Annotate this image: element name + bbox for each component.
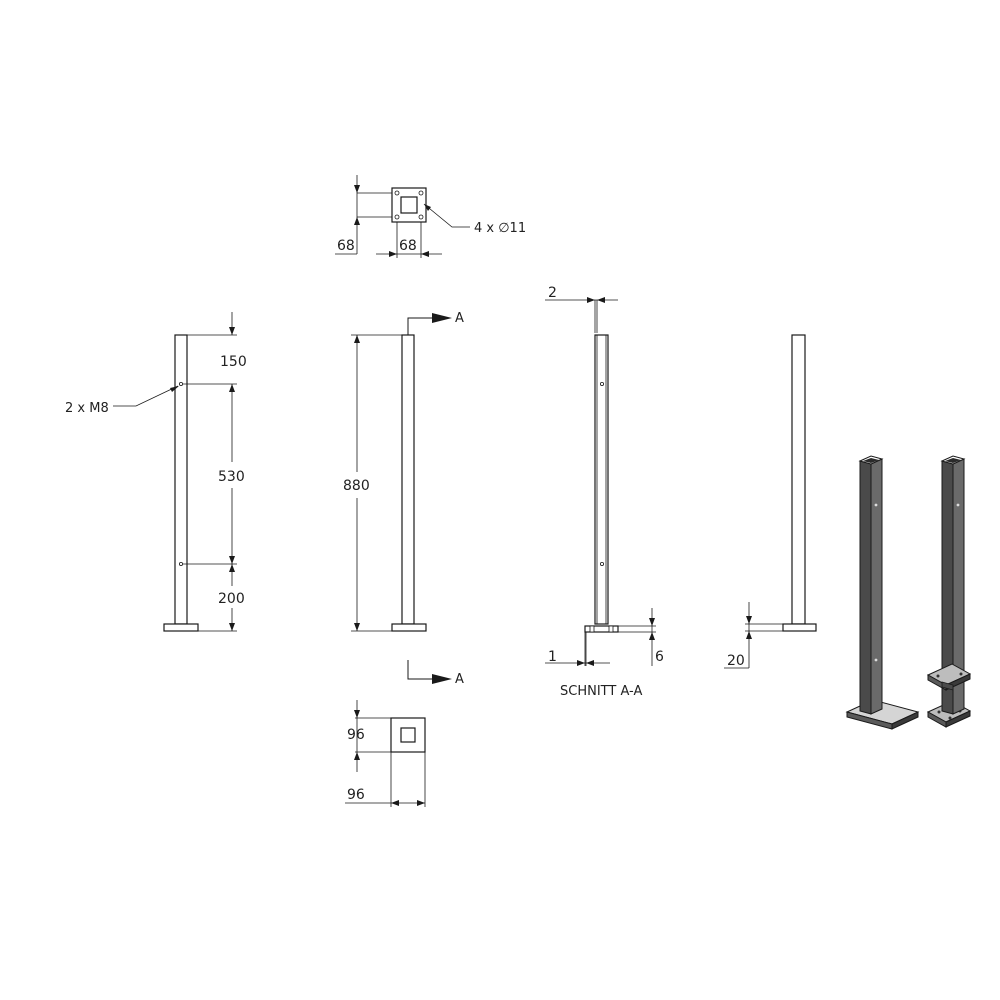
front-view-middle: 880 A A <box>343 311 464 687</box>
thread-hole <box>600 381 605 386</box>
iso-thread-hole <box>956 503 960 507</box>
dim-base-offset: 1 <box>548 649 557 665</box>
dim-top-to-hole: 150 <box>220 354 247 370</box>
top-plate-view: 68 68 4 x ∅11 <box>335 175 526 258</box>
dim-wall-thickness: 2 <box>548 285 557 301</box>
front-view-left: 150 530 200 2 x M8 <box>65 312 247 632</box>
iso-tube-opening <box>863 458 879 463</box>
isometric-post-2 <box>926 455 972 728</box>
iso-tube-side <box>870 458 883 715</box>
iso-base-side <box>891 711 919 730</box>
iso-plate-hole <box>936 674 940 678</box>
thread-hole <box>178 381 183 386</box>
iso-thread-hole <box>874 503 878 507</box>
thread-callout: 2 x M8 <box>65 401 109 416</box>
top-plate-hole <box>394 190 400 196</box>
post-tube <box>791 334 806 625</box>
dim-top-plate-vertical: 68 <box>337 238 355 254</box>
base-plate <box>782 623 817 632</box>
isometric-post-1 <box>845 455 920 730</box>
dim-base-thickness: 6 <box>655 649 664 665</box>
dim-hole-to-bottom: 200 <box>218 591 245 607</box>
dim-base-plate-vertical: 96 <box>347 727 365 743</box>
iso-thread-hole <box>874 658 878 662</box>
base-plate-tube-opening <box>400 727 416 743</box>
post-tube-section <box>594 334 609 625</box>
dim-base-height: 20 <box>727 653 745 669</box>
dim-hole-to-hole: 530 <box>218 469 245 485</box>
iso-plate-hole <box>959 672 963 676</box>
base-plate-hole-left <box>589 625 595 633</box>
section-marker-bottom: A <box>455 672 464 687</box>
dim-total-height: 880 <box>343 478 370 494</box>
iso-plate-hole <box>937 710 941 714</box>
post-tube <box>174 334 188 625</box>
side-view: 20 <box>724 334 817 669</box>
dim-top-plate-horizontal: 68 <box>399 238 417 254</box>
dim-base-plate-horizontal: 96 <box>347 787 365 803</box>
top-plate-hole <box>418 214 424 220</box>
thread-hole <box>600 562 605 567</box>
section-caption: SCHNITT A-A <box>560 684 642 699</box>
base-plate <box>391 623 427 632</box>
section-view: 2 1 6 SCHNITT A-A <box>545 285 664 699</box>
iso-tube-front <box>859 460 872 715</box>
top-plate-hole <box>418 190 424 196</box>
hole-callout: 4 x ∅11 <box>474 221 526 236</box>
thread-hole <box>178 562 183 567</box>
base-plate <box>163 623 199 632</box>
section-marker-top: A <box>455 311 464 326</box>
base-plate-section <box>584 625 619 633</box>
iso-tube-front-lower <box>941 681 954 691</box>
post-tube <box>401 334 415 625</box>
iso-tube-opening <box>945 458 961 463</box>
top-plate-tube-opening <box>400 196 418 214</box>
iso-plate-hole <box>948 716 952 720</box>
top-plate-hole <box>394 214 400 220</box>
base-plate-view: 96 96 <box>345 700 426 807</box>
iso-lower-plate-side <box>945 710 971 728</box>
base-plate-hole-right <box>608 625 614 633</box>
